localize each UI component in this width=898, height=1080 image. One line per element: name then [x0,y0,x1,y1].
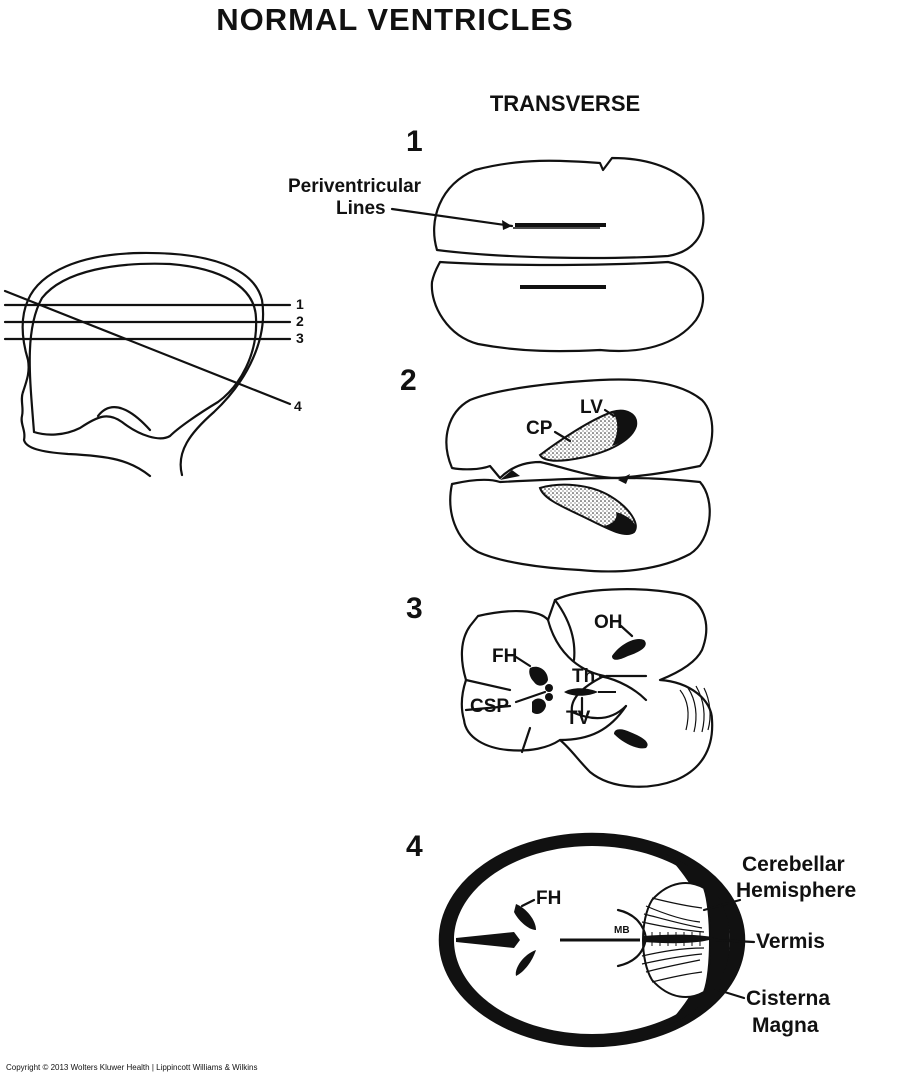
label-periventricular: Periventricular [288,176,422,197]
label-cerebellar: Cerebellar [742,853,845,876]
plane-label-3: 3 [296,330,304,346]
s3-fh-upper [529,666,548,686]
s3-third-ventricle [564,688,598,696]
label-cisterna: Cisterna [746,987,831,1010]
scan-planes [3,289,292,406]
label-csp: CSP [470,696,510,717]
label-mb: MB [614,925,630,936]
page-title: NORMAL VENTRICLES [216,2,574,37]
brain-outline [28,262,258,440]
plane-label-1: 1 [296,296,304,312]
face-profile [20,390,152,478]
view-subtitle: TRANSVERSE [489,91,641,116]
s4-cerebellar-lines [641,897,705,983]
section-number-4: 4 [406,830,423,863]
head-profile [20,251,265,478]
s3-oh-lower [614,729,648,749]
plane-label-4: 4 [294,398,302,414]
label-magna: Magna [752,1014,819,1037]
label-vermis: Vermis [756,930,825,953]
s4-cisterna [666,854,730,1026]
s2-lower-hemisphere [449,476,711,573]
cerebellum-outline [96,406,152,432]
section-number-2: 2 [400,364,417,397]
s4-fh-lower [515,950,536,976]
s4-fh-upper [514,904,536,930]
section-number-3: 3 [406,592,423,625]
s1-pointer [390,207,514,228]
plane-4-line [3,289,292,406]
label-lv: LV [580,397,603,418]
copyright-notice: Copyright © 2013 Wolters Kluwer Health |… [6,1063,258,1072]
s3-cerebellar-lines [679,685,711,733]
label-lines: Lines [336,198,386,219]
s4-vermis [644,934,716,944]
plane-label-2: 2 [296,313,304,329]
section-3-drawing [460,588,714,788]
s3-oh [612,638,646,660]
section-2-drawing [445,378,714,573]
label-oh: OH [594,612,623,633]
skull-outline [21,251,265,477]
section-4-drawing [438,832,756,1048]
s2-upper-hemisphere [445,378,714,480]
s1-upper-hemisphere [433,156,705,260]
label-th: Th [572,666,596,687]
s3-fh-lower [532,698,546,714]
label-fh: FH [492,646,518,667]
label-tv: TV [566,708,591,729]
s1-lower-hemisphere [430,260,705,353]
label-fh-4: FH [536,888,562,909]
section-number-1: 1 [406,125,423,158]
label-cp: CP [526,418,553,439]
section-1-drawing [390,156,705,353]
s3-outline [460,588,714,788]
label-hemisphere: Hemisphere [736,879,857,902]
